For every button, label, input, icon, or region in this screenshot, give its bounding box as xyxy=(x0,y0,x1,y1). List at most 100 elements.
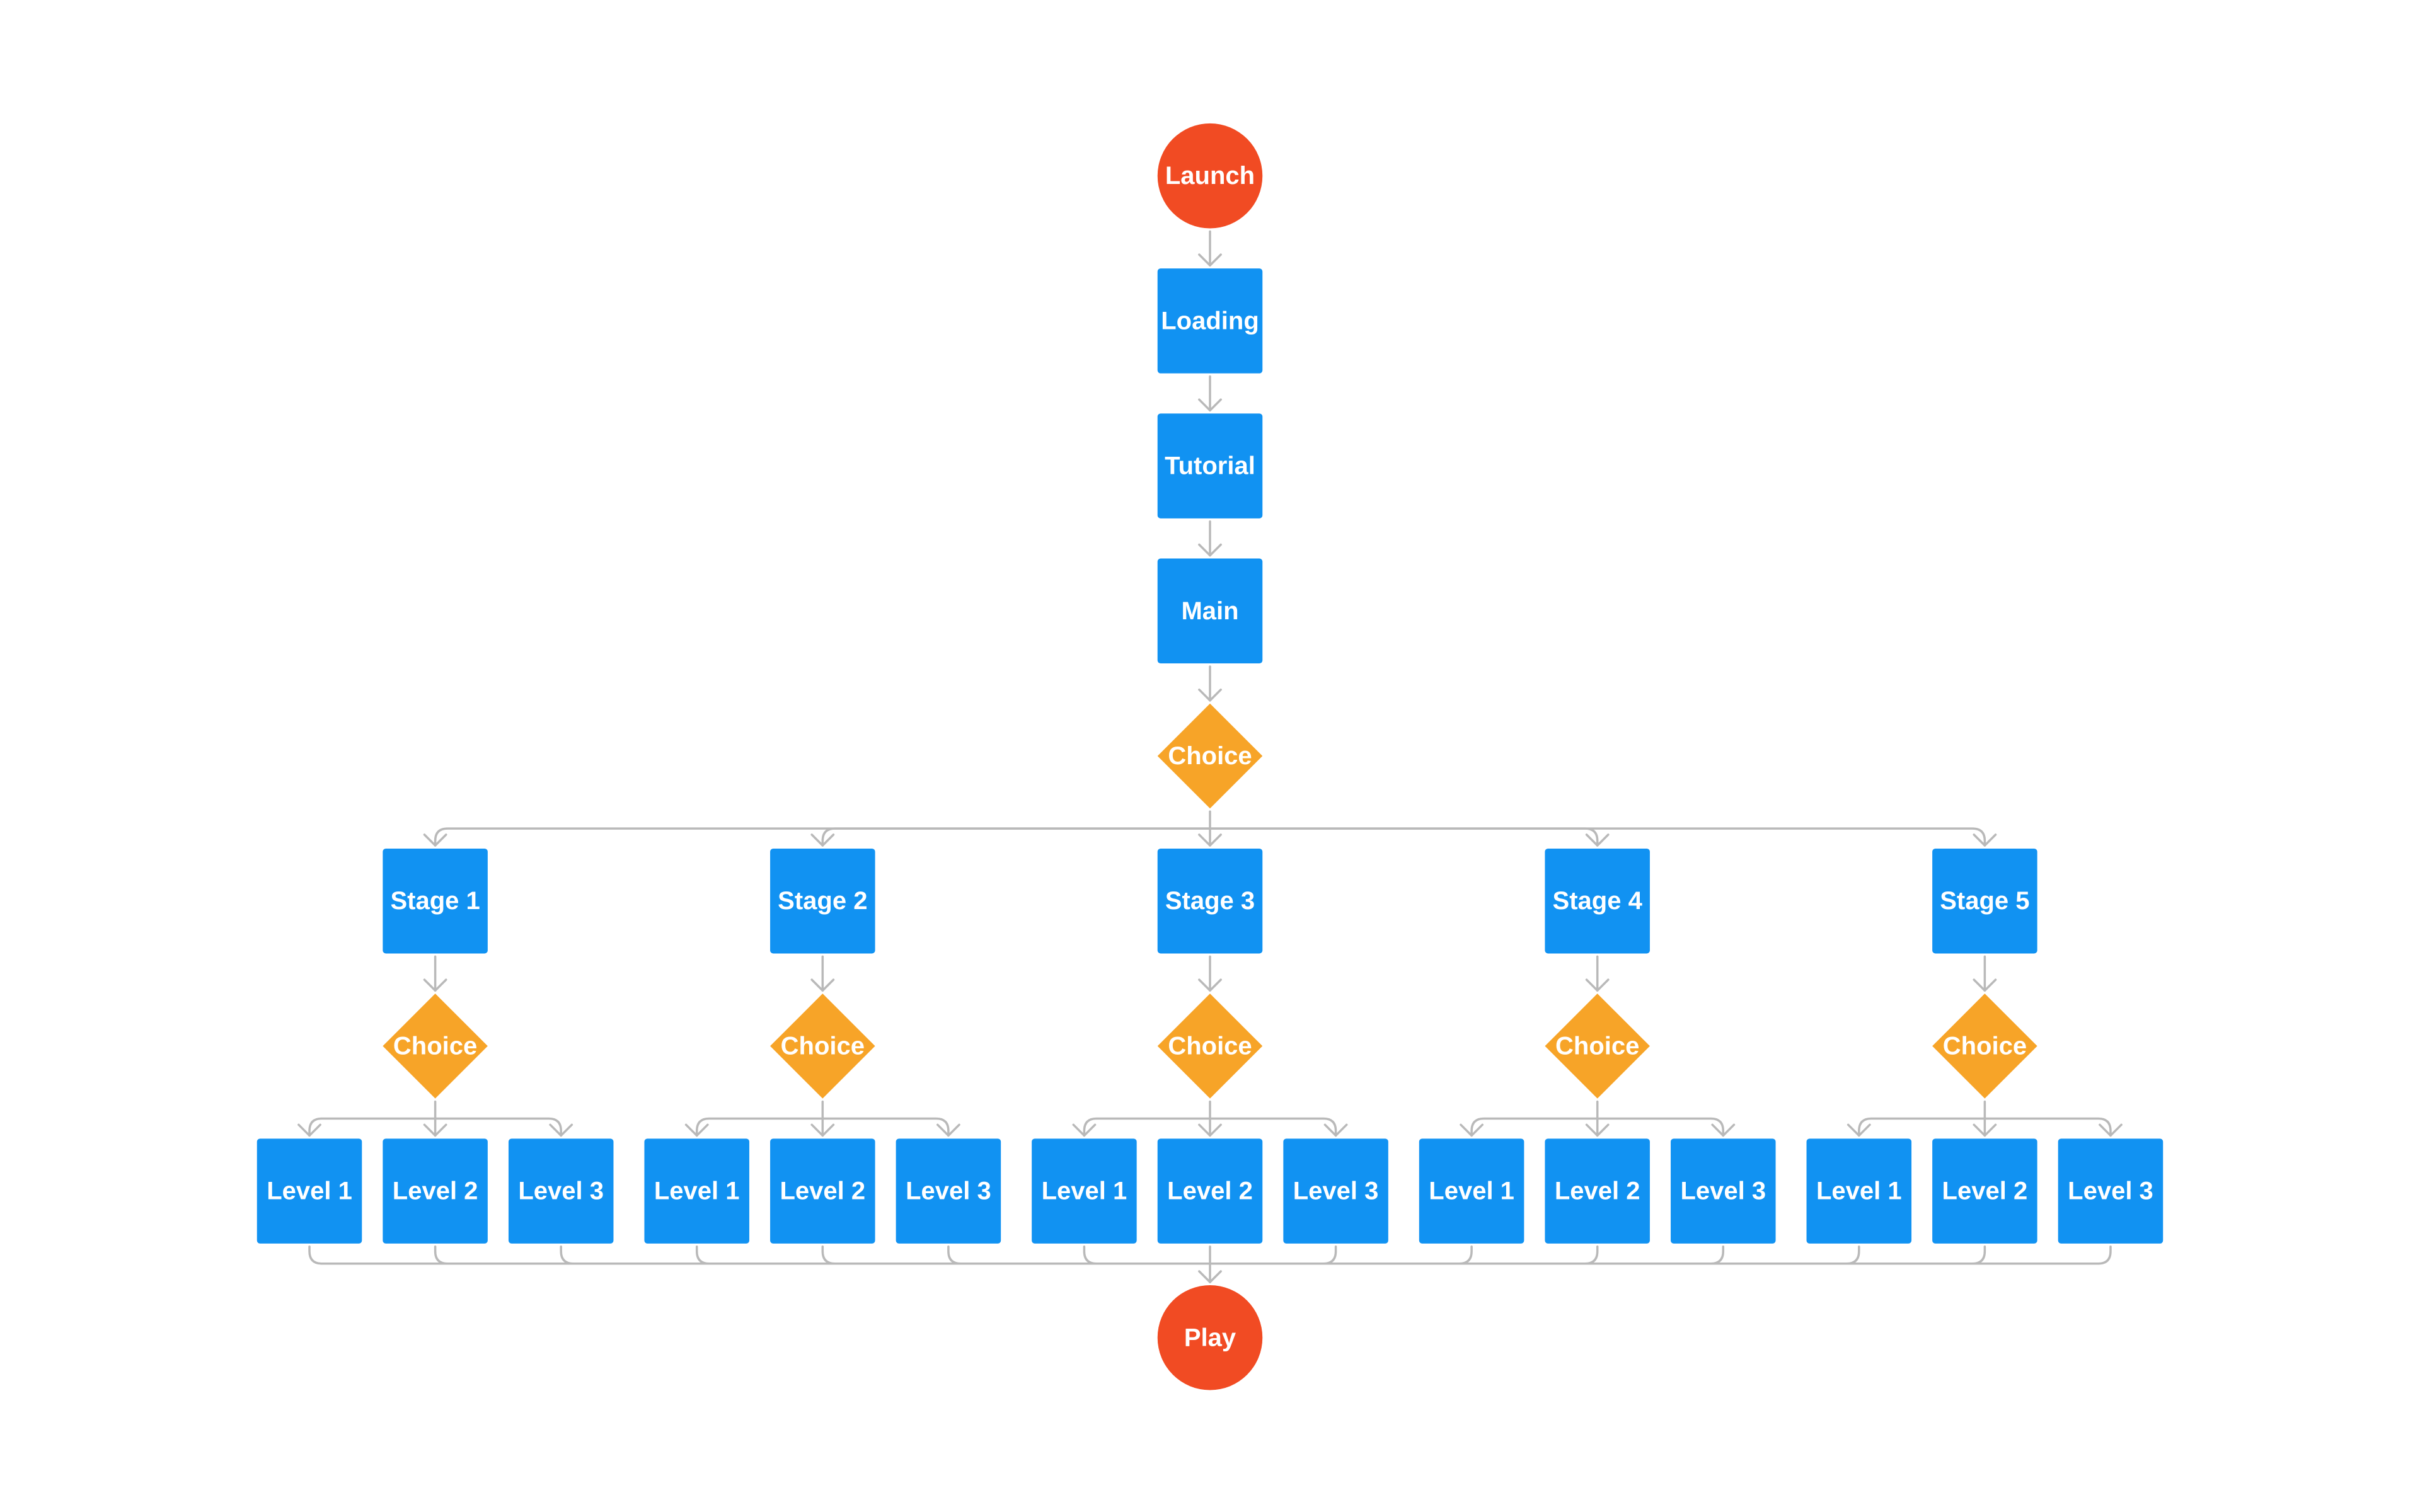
stage-1-node[interactable]: Stage 1 xyxy=(383,848,488,954)
stage-1-level-1-node[interactable]: Level 1 xyxy=(256,1138,362,1244)
main-choice-node[interactable]: Choice xyxy=(1157,703,1263,809)
stage-3-level-3-node-shape xyxy=(1283,1138,1388,1244)
stage-4-choice-node[interactable]: Choice xyxy=(1545,994,1650,1099)
connector-to-stage-2 xyxy=(821,827,1211,847)
stage-1-level-2-node-label: Level 2 xyxy=(393,1177,478,1205)
stage-5-choice-node[interactable]: Choice xyxy=(1932,994,2037,1099)
stage-3-level-1-node-label: Level 1 xyxy=(1042,1177,1127,1205)
stage-2-choice-node-label: Choice xyxy=(781,1032,865,1060)
stage-5-node-shape xyxy=(1932,848,2037,954)
stage-4-choice-node-shape xyxy=(1545,994,1650,1099)
stage-3-level-1-node[interactable]: Level 1 xyxy=(1032,1138,1137,1244)
stage-5-level-2-node[interactable]: Level 2 xyxy=(1932,1138,2037,1244)
connector-level-merge xyxy=(695,1246,1211,1265)
stage-4-choice-node-label: Choice xyxy=(1555,1032,1639,1060)
stage-2-level-1-node-label: Level 1 xyxy=(654,1177,740,1205)
stage-4-level-1-node[interactable]: Level 1 xyxy=(1419,1138,1524,1244)
stage-2-level-3-node[interactable]: Level 3 xyxy=(896,1138,1001,1244)
stage-5-level-2-node-shape xyxy=(1932,1138,2037,1244)
connector-to-level xyxy=(308,1117,437,1137)
arrowhead xyxy=(1198,398,1222,412)
launch-node-label: Launch xyxy=(1165,162,1255,190)
arrowhead xyxy=(1973,978,1997,992)
stage-5-choice-node-shape xyxy=(1932,994,2037,1099)
arrowhead xyxy=(1323,1123,1348,1137)
connector-to-stage-1 xyxy=(434,827,1211,847)
arrowheads xyxy=(297,253,2123,1283)
connector-to-level xyxy=(1983,1117,2112,1137)
stage-1-level-1-node-label: Level 1 xyxy=(267,1177,352,1205)
connector-level-merge xyxy=(1209,1246,2112,1265)
stage-4-level-2-node-label: Level 2 xyxy=(1555,1177,1640,1205)
stage-2-level-1-node-shape xyxy=(644,1138,749,1244)
launch-node-shape xyxy=(1157,123,1263,229)
stage-3-level-2-node-shape xyxy=(1157,1138,1263,1244)
connector-to-level xyxy=(434,1117,562,1137)
play-node-shape xyxy=(1157,1285,1263,1390)
stage-1-choice-node[interactable]: Choice xyxy=(383,994,488,1099)
stage-5-node[interactable]: Stage 5 xyxy=(1932,848,2037,954)
main-node-shape xyxy=(1157,558,1263,664)
stage-5-level-1-node-shape xyxy=(1806,1138,1912,1244)
stage-1-level-3-node[interactable]: Level 3 xyxy=(508,1138,614,1244)
play-node[interactable]: Play xyxy=(1157,1285,1263,1390)
stage-2-level-2-node-label: Level 2 xyxy=(780,1177,865,1205)
stage-3-level-1-node-shape xyxy=(1032,1138,1137,1244)
stage-4-level-3-node[interactable]: Level 3 xyxy=(1671,1138,1776,1244)
arrowhead xyxy=(1973,833,1997,847)
stage-2-level-2-node[interactable]: Level 2 xyxy=(770,1138,875,1244)
stage-4-level-3-node-shape xyxy=(1671,1138,1776,1244)
main-choice-node-label: Choice xyxy=(1168,742,1252,770)
stage-2-choice-node-shape xyxy=(770,994,875,1099)
stage-5-level-1-node[interactable]: Level 1 xyxy=(1806,1138,1912,1244)
arrowhead xyxy=(423,833,447,847)
connector-level-merge xyxy=(434,1246,1211,1265)
connector-level-merge xyxy=(308,1246,1211,1265)
stage-4-node[interactable]: Stage 4 xyxy=(1545,848,1650,954)
loading-node-shape xyxy=(1157,268,1263,374)
arrowhead xyxy=(1198,978,1222,992)
stage-4-level-2-node[interactable]: Level 2 xyxy=(1545,1138,1650,1244)
connector-level-merge xyxy=(1209,1246,1473,1265)
stage-3-node[interactable]: Stage 3 xyxy=(1157,848,1263,954)
arrowhead xyxy=(423,978,447,992)
arrowhead xyxy=(1198,253,1222,266)
tutorial-node-label: Tutorial xyxy=(1165,452,1255,480)
tutorial-node[interactable]: Tutorial xyxy=(1157,413,1263,518)
stage-2-node[interactable]: Stage 2 xyxy=(770,848,875,954)
stage-3-level-2-node[interactable]: Level 2 xyxy=(1157,1138,1263,1244)
stage-3-choice-node[interactable]: Choice xyxy=(1157,994,1263,1099)
stage-1-node-label: Stage 1 xyxy=(390,887,480,915)
stage-1-level-2-node[interactable]: Level 2 xyxy=(383,1138,488,1244)
arrowhead xyxy=(684,1123,709,1137)
arrowhead xyxy=(936,1123,960,1137)
arrowhead xyxy=(1198,1123,1222,1137)
loading-node-label: Loading xyxy=(1161,307,1259,335)
arrowhead xyxy=(1460,1123,1484,1137)
stage-2-node-shape xyxy=(770,848,875,954)
stage-2-choice-node[interactable]: Choice xyxy=(770,994,875,1099)
stage-4-level-2-node-shape xyxy=(1545,1138,1650,1244)
stage-5-level-3-node[interactable]: Level 3 xyxy=(2058,1138,2164,1244)
stage-2-level-1-node[interactable]: Level 1 xyxy=(644,1138,749,1244)
main-node[interactable]: Main xyxy=(1157,558,1263,664)
stage-3-choice-node-label: Choice xyxy=(1168,1032,1252,1060)
connector-to-stage-4 xyxy=(1209,827,1599,847)
connector-level-merge xyxy=(1209,1246,1860,1265)
launch-node[interactable]: Launch xyxy=(1157,123,1263,229)
connector-to-level xyxy=(695,1117,824,1137)
arrowhead xyxy=(1711,1123,1736,1137)
arrowhead xyxy=(2099,1123,2123,1137)
stage-5-node-label: Stage 5 xyxy=(1940,887,2029,915)
arrowhead xyxy=(1585,978,1610,992)
stage-1-level-2-node-shape xyxy=(383,1138,488,1244)
stage-4-level-1-node-label: Level 1 xyxy=(1429,1177,1514,1205)
stage-2-node-label: Stage 2 xyxy=(778,887,867,915)
stage-1-level-3-node-label: Level 3 xyxy=(518,1177,604,1205)
loading-node[interactable]: Loading xyxy=(1157,268,1263,374)
arrowhead xyxy=(810,833,835,847)
connectors xyxy=(308,230,2112,1283)
stage-5-level-3-node-shape xyxy=(2058,1138,2164,1244)
stage-3-level-3-node[interactable]: Level 3 xyxy=(1283,1138,1388,1244)
